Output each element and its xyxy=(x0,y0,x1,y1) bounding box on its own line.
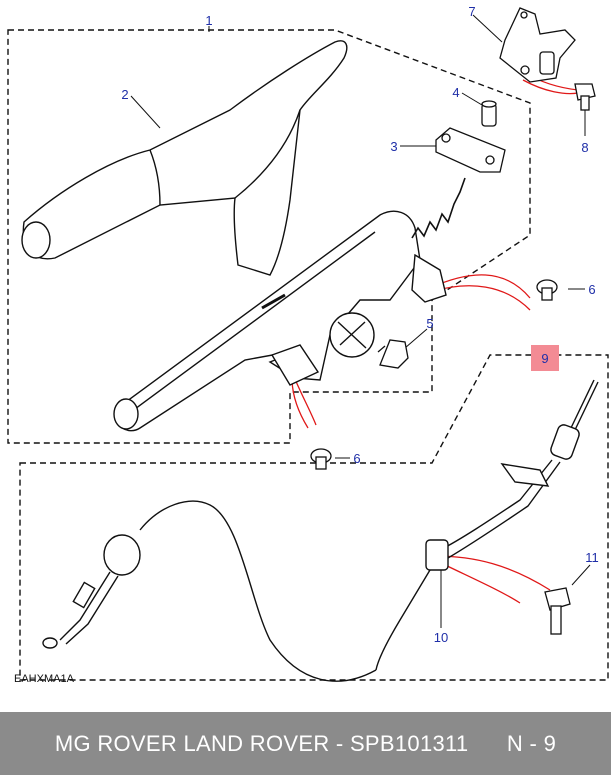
callout-6-upper: 6 xyxy=(588,282,595,297)
callout-3: 3 xyxy=(390,139,397,154)
callout-4: 4 xyxy=(452,85,459,100)
callout-2: 2 xyxy=(121,87,128,102)
mounting-bracket xyxy=(499,7,576,83)
callout-11: 11 xyxy=(585,550,599,565)
callout-7: 7 xyxy=(468,4,475,19)
callout-9-highlight xyxy=(531,345,559,371)
parts-diagram: 1 2 3 4 5 6 6 7 8 9 10 11 EAHXMA1A xyxy=(7,4,609,685)
leader-lines xyxy=(130,14,591,628)
drawing-code: EAHXMA1A xyxy=(14,673,75,685)
bolt-8 xyxy=(574,83,596,111)
callout-8: 8 xyxy=(581,140,588,155)
callout-10: 10 xyxy=(434,630,448,645)
callout-1: 1 xyxy=(205,13,212,28)
footer-text: MG ROVER LAND ROVER - SPB101311 N - 9 xyxy=(54,730,557,756)
lever-arm xyxy=(113,210,447,432)
cable-clip xyxy=(377,339,409,369)
assembly-boundary-lever xyxy=(7,29,531,444)
cable-assembly xyxy=(42,379,599,682)
bolt-6-upper xyxy=(536,279,558,301)
ratchet-spring xyxy=(411,177,466,239)
callout-9: 9 xyxy=(541,351,548,366)
bush xyxy=(481,100,497,127)
callout-6-lower: 6 xyxy=(353,451,360,466)
bolt-6-lower xyxy=(310,448,332,470)
footer-bar: MG ROVER LAND ROVER - SPB101311 N - 9 xyxy=(0,712,611,775)
callout-5: 5 xyxy=(426,316,433,331)
mounting-plate xyxy=(435,127,506,173)
lever-hand-grip xyxy=(21,40,348,276)
assembly-boundary-cable xyxy=(19,354,609,681)
bolt-11 xyxy=(544,587,571,635)
